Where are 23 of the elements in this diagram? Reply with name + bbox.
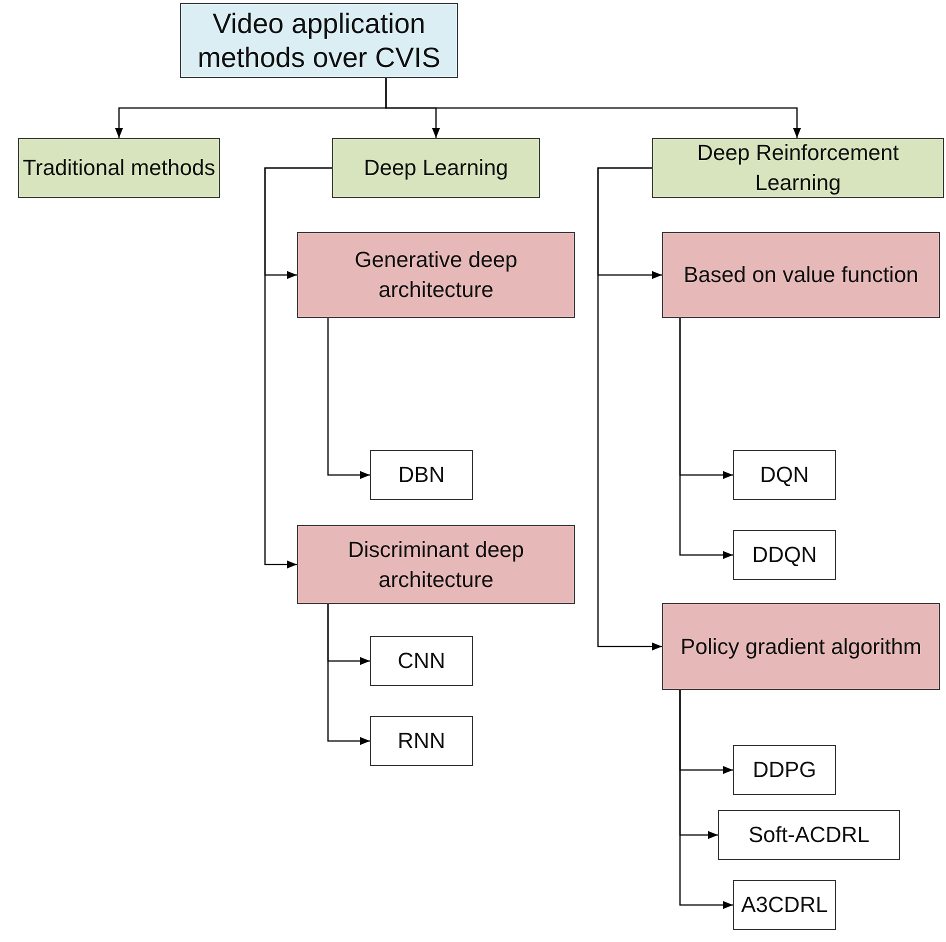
method-box: CNN <box>370 636 473 686</box>
root-box: Video application methods over CVIS <box>180 3 458 78</box>
arrow <box>385 78 801 138</box>
subcategory-box: Based on value function <box>662 232 940 318</box>
arrow <box>264 167 332 568</box>
category-box: Deep Reinforcement Learning <box>652 138 944 198</box>
subcategory-box: Policy gradient algorithm <box>662 603 940 690</box>
arrow <box>597 167 662 650</box>
method-box: RNN <box>370 716 473 766</box>
arrow <box>327 604 370 745</box>
subcategory-box: Discriminant deep architecture <box>297 525 575 604</box>
category-box: Deep Learning <box>332 138 540 198</box>
method-box: DBN <box>370 450 473 500</box>
category-box: Traditional methods <box>18 138 220 198</box>
method-box: DQN <box>733 450 836 500</box>
method-box: A3CDRL <box>733 880 836 930</box>
arrow <box>679 690 733 909</box>
arrow <box>327 318 370 479</box>
subcategory-box: Generative deep architecture <box>297 232 575 318</box>
method-box: DDQN <box>733 530 836 580</box>
arrow <box>679 318 733 559</box>
method-box: DDPG <box>733 745 836 795</box>
method-box: Soft-ACDRL <box>718 810 900 860</box>
